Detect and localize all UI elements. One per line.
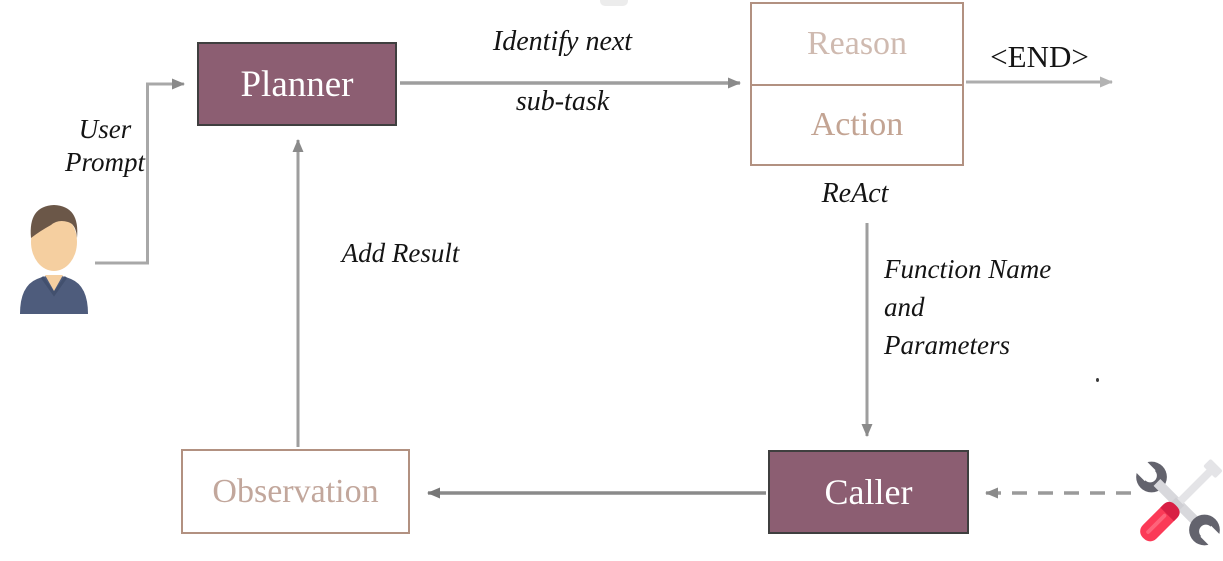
end-token-label: <END> bbox=[990, 39, 1089, 74]
user-prompt-label: User Prompt bbox=[30, 113, 180, 179]
caller-box: Caller bbox=[768, 450, 969, 534]
observation-label: Observation bbox=[212, 472, 379, 510]
user-prompt-line2: Prompt bbox=[65, 147, 145, 177]
user-prompt-line1: User bbox=[78, 114, 132, 144]
stray-dot-artifact bbox=[1096, 378, 1099, 382]
user-collar bbox=[40, 276, 68, 297]
planner-box: Planner bbox=[197, 42, 397, 126]
react-caption: ReAct bbox=[821, 178, 889, 209]
observation-box: Observation bbox=[181, 449, 410, 534]
top-edge-smudge-artifact bbox=[600, 0, 628, 6]
identify-subtask-line1: Identify next bbox=[492, 26, 633, 57]
caller-label: Caller bbox=[824, 472, 913, 512]
identify-subtask-line2: sub-task bbox=[515, 86, 610, 117]
add-result-label: Add Result bbox=[341, 238, 460, 268]
function-params-label: Function Name and Parameters bbox=[884, 250, 1114, 364]
screwdriver bbox=[1140, 459, 1223, 542]
wrench bbox=[1131, 456, 1223, 551]
function-params-line3: Parameters bbox=[884, 330, 1010, 360]
user-person-icon bbox=[20, 205, 88, 314]
action-cell: Action bbox=[752, 86, 962, 164]
function-params-line2: and bbox=[884, 292, 925, 322]
planner-label: Planner bbox=[240, 63, 354, 105]
react-box: Reason Action bbox=[750, 2, 964, 166]
action-label: Action bbox=[810, 106, 904, 143]
user-neck bbox=[45, 275, 63, 291]
reason-label: Reason bbox=[806, 25, 908, 62]
reason-cell: Reason bbox=[752, 4, 962, 86]
wrench-and-screwdriver-icon bbox=[1131, 456, 1223, 551]
user-hair bbox=[30, 205, 78, 238]
function-params-line1: Function Name bbox=[884, 254, 1052, 284]
